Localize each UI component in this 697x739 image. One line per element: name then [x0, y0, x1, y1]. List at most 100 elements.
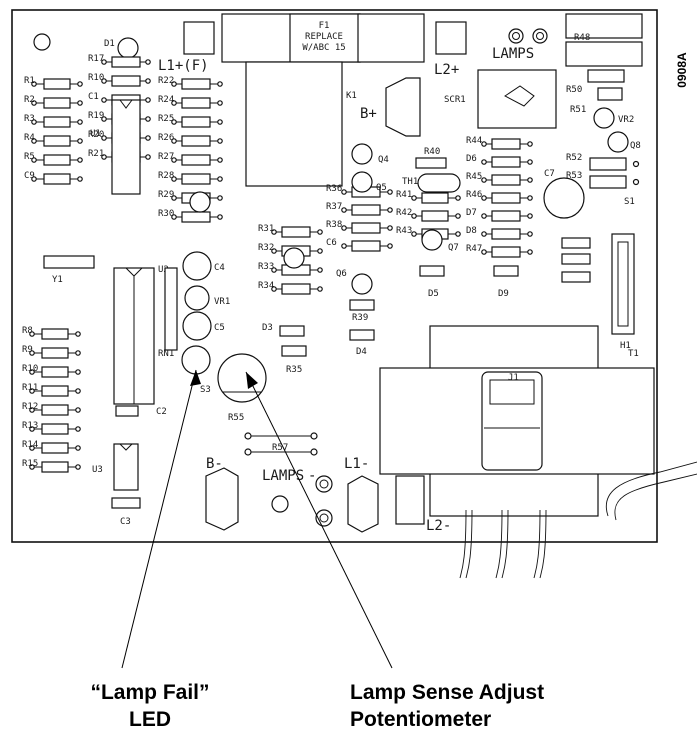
lamp-fail-callout-line1: “Lamp Fail” — [90, 681, 209, 704]
resistor: R30 — [158, 209, 223, 223]
resistor-label: R19 — [88, 111, 104, 121]
resistor: R10 — [22, 364, 81, 378]
b-plus-terminal: B+ — [360, 77, 421, 137]
svg-text:C5: C5 — [214, 323, 225, 333]
resistor: R4 — [24, 133, 83, 147]
svg-text:RN1: RN1 — [158, 349, 174, 359]
resistor: R42 — [396, 208, 461, 222]
svg-text:SCR1: SCR1 — [444, 95, 466, 105]
resistor-label: R31 — [258, 224, 274, 234]
diodes-bottom: D5 D9 D4 D3 R35 R39 — [262, 237, 591, 375]
resistor: R11 — [22, 383, 81, 397]
resistor: R10 — [88, 73, 151, 87]
resistor-label: R1 — [24, 76, 35, 86]
top-right-components: R50 R51 VR2 Q8 R52 R53 S1 — [566, 69, 641, 207]
svg-text:K1: K1 — [346, 91, 357, 101]
resistor-label: R5 — [24, 152, 35, 162]
resistor-label: R42 — [396, 208, 412, 218]
resistor-label: R24 — [158, 95, 174, 105]
svg-text:R53: R53 — [566, 171, 582, 181]
svg-text:T1: T1 — [628, 349, 639, 359]
resistor-label: R34 — [258, 281, 274, 291]
resistor: D8 — [466, 226, 533, 240]
resistor-label: R46 — [466, 190, 482, 200]
svg-text:R40: R40 — [424, 147, 440, 157]
lamp-sense-arrowhead — [246, 372, 258, 389]
resistor-label: R25 — [158, 114, 174, 124]
fuse-label-line1: F1 — [319, 21, 330, 31]
svg-text:C2: C2 — [156, 407, 167, 417]
resistor-label: R8 — [22, 326, 33, 336]
resistor-label: R30 — [158, 209, 174, 219]
svg-text:R50: R50 — [566, 85, 582, 95]
svg-text:R35: R35 — [286, 365, 302, 375]
svg-text:J1: J1 — [508, 373, 519, 383]
resistor: R37 — [326, 202, 393, 216]
svg-text:LAMPS: LAMPS — [262, 468, 304, 484]
ic-u2: U2 — [113, 265, 169, 405]
resistor-label: R10 — [88, 73, 104, 83]
resistor-label: D7 — [466, 208, 477, 218]
svg-text:R57: R57 — [272, 443, 288, 453]
resistor-label: R38 — [326, 220, 342, 230]
resistor-label: R2 — [24, 95, 35, 105]
transistors: Q4 Q5 Q6 Q7 — [189, 143, 459, 295]
ic-u3: U3 — [92, 443, 139, 491]
resistor: R45 — [466, 172, 533, 186]
fuse-block: F1 REPLACE W/ABC 15 — [183, 13, 467, 63]
resistor: C6 — [326, 238, 393, 252]
resistor: R41 — [396, 190, 461, 204]
lamp-fail-led: S3 — [181, 345, 211, 395]
capacitors-c2-c3: C2 C3 — [111, 405, 167, 527]
resistor: R24 — [158, 95, 223, 109]
b-minus-terminal: B- — [205, 456, 239, 531]
resistor: R14 — [22, 440, 81, 454]
resistor-label: R11 — [22, 383, 38, 393]
resistor: R46 — [466, 190, 533, 204]
svg-text:U2: U2 — [158, 265, 169, 275]
svg-text:U1: U1 — [90, 129, 101, 139]
svg-text:VR2: VR2 — [618, 115, 634, 125]
lamp-fail-arrowhead — [190, 370, 201, 386]
svg-text:Q7: Q7 — [448, 243, 459, 253]
svg-text:-: - — [308, 468, 316, 484]
resistor-label: R9 — [22, 345, 33, 355]
resistor: R38 — [326, 220, 393, 234]
resistor: R17 — [88, 54, 151, 68]
resistor: R44 — [466, 136, 533, 150]
resistor: R31 — [258, 224, 323, 238]
resistor-label: R45 — [466, 172, 482, 182]
svg-text:Y1: Y1 — [52, 275, 63, 285]
svg-text:B-: B- — [206, 456, 223, 472]
r48-label: R48 — [574, 33, 590, 43]
svg-text:C3: C3 — [120, 517, 131, 527]
svg-text:C4: C4 — [214, 263, 225, 273]
lamp-fail-callout-line2: LED — [129, 708, 171, 731]
resistor: C9 — [24, 171, 83, 185]
resistor-label: R12 — [22, 402, 38, 412]
lamp-sense-callout-line2: Potentiometer — [350, 708, 491, 731]
resistor: R22 — [158, 76, 223, 90]
resistor-label: C6 — [326, 238, 337, 248]
header-h1: H1 — [611, 233, 635, 351]
resistor-label: R20 — [88, 130, 104, 140]
svg-text:H1: H1 — [620, 341, 631, 351]
resistor-label: R3 — [24, 114, 35, 124]
resistor-label: R44 — [466, 136, 482, 146]
resistor-label: R36 — [326, 184, 342, 194]
figure-id: 0908A — [675, 52, 689, 88]
mounting-hole — [33, 33, 51, 51]
lamps-terminal-bottom: LAMPS - — [262, 468, 333, 527]
resistor-label: R29 — [158, 190, 174, 200]
transformer-wires — [459, 461, 697, 579]
svg-text:R52: R52 — [566, 153, 582, 163]
l1-plus-label: L1+(F) — [158, 58, 209, 74]
svg-text:TH1: TH1 — [402, 177, 418, 187]
svg-text:R55: R55 — [228, 413, 244, 423]
resistor-label: R15 — [22, 459, 38, 469]
resistor-label: R41 — [396, 190, 412, 200]
